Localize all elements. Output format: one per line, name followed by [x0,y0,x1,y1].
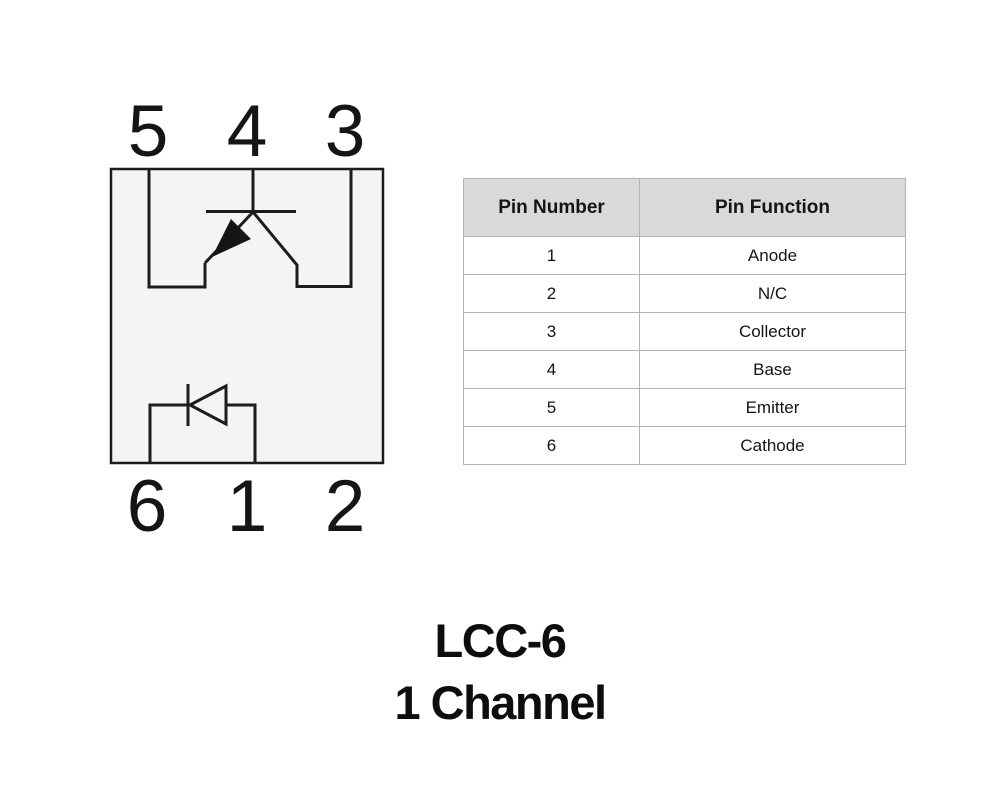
pin-label-4: 4 [227,91,268,172]
pin-number-cell: 3 [463,312,640,351]
channel-count: 1 Channel [394,676,607,729]
diode-triangle [186,383,228,427]
pin-function-cell: Base [639,350,906,389]
package-name: LCC-6 [434,614,567,667]
table-row: 1 Anode [463,236,906,275]
pin-table: Pin Number Pin Function 1 Anode 2 N/C 3 … [463,178,906,465]
pin-label-5: 5 [128,91,169,172]
phototransistor-symbol [147,169,353,289]
pin-label-6: 6 [127,466,168,547]
pin-function-cell: Emitter [639,388,906,427]
pin-label-3: 3 [325,91,366,172]
pin-number-cell: 2 [463,274,640,313]
emitter-arrow-icon [212,219,251,257]
header-pin-number: Pin Number [463,178,640,237]
cathode-wire [148,403,188,463]
package-schematic: 5 4 3 6 1 2 [109,91,385,547]
pin-function-cell: N/C [639,274,906,313]
package-outline [109,167,385,465]
pin-function-cell: Anode [639,236,906,275]
pin-number-cell: 1 [463,236,640,275]
pin-number-cell: 6 [463,426,640,465]
package-caption: LCC-6 1 Channel [0,610,1000,734]
pin-label-1: 1 [227,466,268,547]
table-row: 2 N/C [463,274,906,313]
collector-tab [251,169,353,288]
pin-label-2: 2 [325,466,366,547]
pin-function-cell: Cathode [639,426,906,465]
table-row: 3 Collector [463,312,906,351]
pin-number-cell: 5 [463,388,640,427]
table-row: 4 Base [463,350,906,389]
table-row: 6 Cathode [463,426,906,465]
emitter-tab [147,169,207,289]
table-row: 5 Emitter [463,388,906,427]
led-diode-symbol [148,383,257,463]
table-header-row: Pin Number Pin Function [463,178,906,237]
pin-function-cell: Collector [639,312,906,351]
pin-number-cell: 4 [463,350,640,389]
pin-table-container: Pin Number Pin Function 1 Anode 2 N/C 3 … [463,178,906,465]
anode-wire [226,403,257,463]
header-pin-function: Pin Function [639,178,906,237]
